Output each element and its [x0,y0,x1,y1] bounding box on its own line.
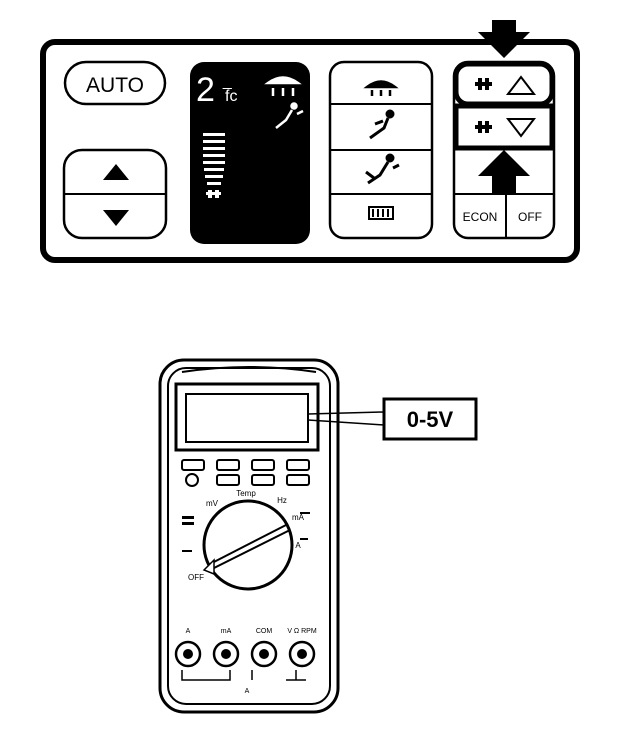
terminal-v-ohm[interactable] [288,640,316,668]
down-triangle-icon [505,118,537,138]
dial-label-mv: mV [206,499,219,508]
rear-defrost-icon[interactable] [368,206,394,220]
dial-label-a: A [295,541,301,550]
meter-key[interactable] [251,474,275,486]
terminal-bracket-2 [251,670,306,681]
terminal-label-a: A [186,628,191,635]
terminal-label-ma: mA [221,628,232,635]
meter-power-key[interactable] [185,473,199,487]
fan-down-button[interactable] [475,118,537,138]
dial-label-off: OFF [188,573,204,582]
display-temp: 2 [196,71,215,109]
lcd-display: 2 f̅c [190,62,310,244]
econ-label[interactable]: ECON [463,210,498,224]
meter-key[interactable] [286,459,310,471]
temp-down-arrow-icon[interactable] [103,210,129,226]
fan-up-icon [475,78,492,90]
auto-label: AUTO [86,74,144,97]
press-arrow-up-icon [478,150,530,194]
bracket-label: A [245,688,250,695]
reading-callout: 0-5V [382,397,478,441]
mode-button-column [328,60,434,240]
press-arrow-down-icon [478,20,530,58]
meter-key[interactable] [216,474,240,486]
terminal-bracket [181,670,231,681]
bilevel-mode-icon[interactable] [365,153,400,185]
terminal-a[interactable] [174,640,202,668]
meter-key[interactable] [251,459,275,471]
terminal-label-v-ohm: V Ω RPM [287,628,317,635]
temp-up-arrow-icon[interactable] [103,164,129,180]
defrost-icon[interactable] [363,80,399,97]
reading-leader-line [307,411,385,415]
meter-key[interactable] [286,474,310,486]
fan-speed-bars [203,133,225,185]
dial-pointer-icon [202,558,215,576]
meter-screen [185,393,309,443]
face-mode-icon[interactable] [369,109,395,140]
meter-key[interactable] [216,459,240,471]
terminal-label-com: COM [256,628,273,635]
meter-keypad [181,459,310,487]
display-mode-icon [275,102,304,129]
off-label[interactable]: OFF [518,210,542,224]
dial-label-temp: Temp [236,489,256,498]
dial-ticks [182,512,310,552]
display-defrost-icon [264,76,302,96]
climate-control-panel: AUTO 2 f̅c [40,20,580,263]
auto-button[interactable]: AUTO [63,60,167,106]
reading-value: 0-5V [407,407,454,432]
display-unit: f̅c [222,87,237,105]
up-triangle-icon [505,75,537,95]
terminal-com[interactable] [250,640,278,668]
temp-rocker [62,148,168,240]
dial-label-hz: Hz [277,496,287,505]
meter-key[interactable] [181,459,205,471]
fan-up-button[interactable] [475,75,537,95]
terminal-ma[interactable] [212,640,240,668]
display-fan-icon [206,190,221,198]
rotary-dial[interactable] [202,499,294,591]
fan-down-icon [475,121,492,133]
reading-leader-line-2 [307,419,385,426]
multimeter: Temp mV Hz mA A OFF A mA COM V Ω RPM [158,358,385,714]
dial-label-ma: mA [292,513,305,522]
